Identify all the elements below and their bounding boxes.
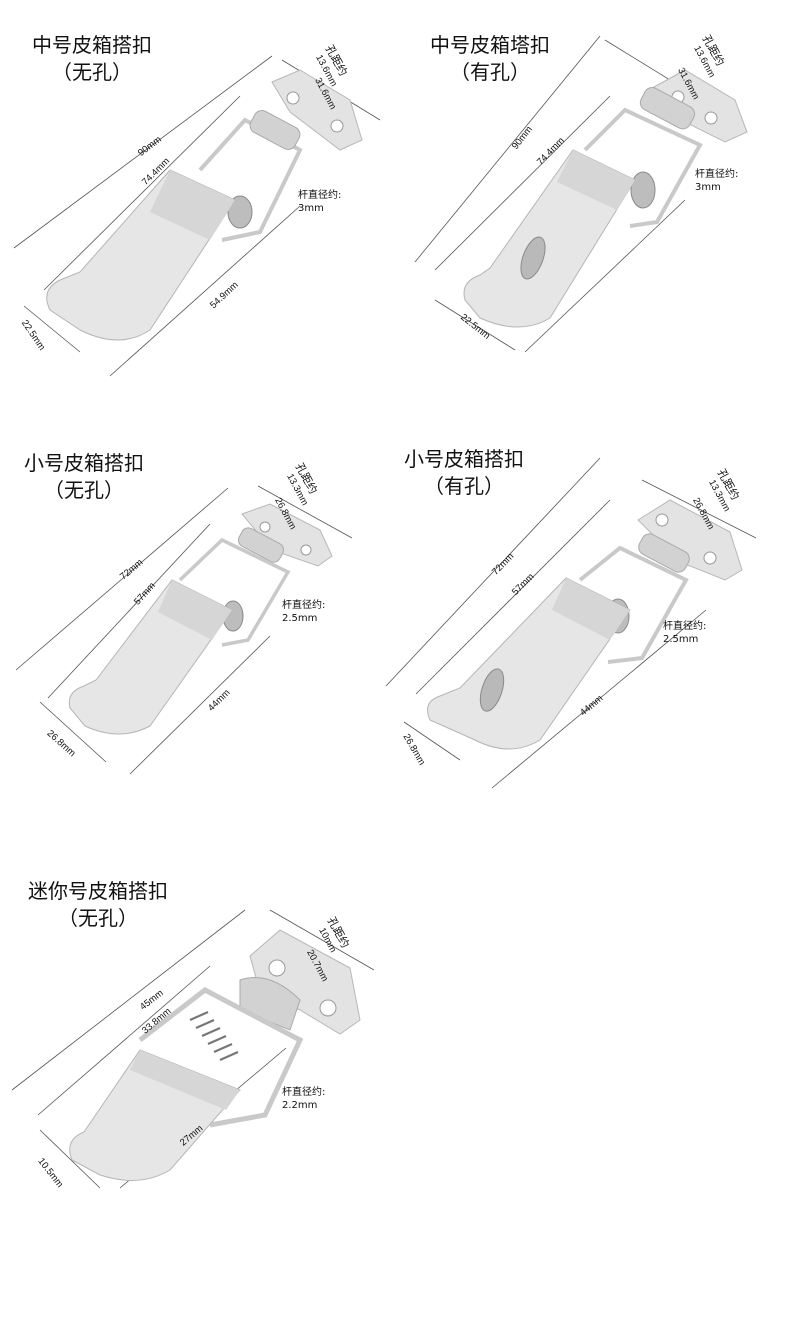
product-title-line1: 小号皮箱搭扣	[24, 451, 144, 475]
product-title-line1: 中号皮箱塔扣	[430, 33, 550, 57]
product-panel-medium-no-hole: 中号皮箱搭扣 （无孔） 孔距约 13.6mm 31.6mm 90mm 74.4m…	[0, 0, 395, 420]
product-title-line2: （有孔）	[450, 60, 530, 84]
latch-illustration	[15, 485, 353, 775]
latch-illustration	[11, 909, 375, 1189]
product-title-line1: 中号皮箱搭扣	[32, 33, 152, 57]
product-title-line2: （无孔）	[58, 906, 138, 930]
rod-diameter-note: 杆直径约: 3mm	[298, 189, 341, 215]
product-title-line1: 小号皮箱搭扣	[404, 447, 524, 471]
latch-illustration	[414, 35, 748, 353]
rod-label: 杆直径约:	[695, 169, 739, 180]
product-title: 迷你号皮箱搭扣 （无孔）	[18, 878, 178, 932]
latch-illustration	[385, 457, 757, 789]
latch-illustration	[13, 55, 381, 377]
rod-label: 杆直径约:	[282, 1087, 326, 1098]
product-title: 小号皮箱搭扣 （有孔）	[394, 446, 534, 500]
rod-label: 杆直径约:	[663, 621, 707, 632]
product-title-line2: （无孔）	[52, 60, 132, 84]
product-title-line1: 迷你号皮箱搭扣	[28, 879, 168, 903]
rod-diameter-note: 杆直径约: 2.5mm	[282, 599, 325, 625]
rod-label: 杆直径约:	[298, 190, 342, 201]
product-panel-small-no-hole: 小号皮箱搭扣 （无孔） 孔距约 13.3mm 26.8mm 72mm 57mm …	[0, 440, 395, 840]
product-panel-small-with-hole: 小号皮箱搭扣 （有孔） 孔距约 13.3mm 26.8mm 72mm 57mm …	[380, 440, 790, 840]
rod-diameter-note: 杆直径约: 2.5mm	[663, 620, 706, 646]
product-panel-mini-no-hole: 迷你号皮箱搭扣 （无孔） 孔距约 10mm 20.7mm 45mm 33.8mm…	[0, 870, 395, 1240]
rod-diameter-note: 杆直径约: 3mm	[695, 168, 738, 194]
rod-diameter: 2.5mm	[282, 613, 318, 624]
product-title-line2: （有孔）	[424, 474, 504, 498]
rod-label: 杆直径约:	[282, 600, 326, 611]
product-title: 中号皮箱塔扣 （有孔）	[415, 32, 565, 86]
rod-diameter: 3mm	[695, 182, 721, 193]
rod-diameter: 2.2mm	[282, 1100, 318, 1111]
product-title: 小号皮箱搭扣 （无孔）	[14, 450, 154, 504]
product-title-line2: （无孔）	[44, 478, 124, 502]
rod-diameter: 2.5mm	[663, 634, 699, 645]
rod-diameter: 3mm	[298, 203, 324, 214]
product-title: 中号皮箱搭扣 （无孔）	[22, 32, 162, 86]
product-panel-medium-with-hole: 中号皮箱塔扣 （有孔） 孔距约 13.6mm 31.6mm 90mm 74.4m…	[395, 0, 790, 420]
rod-diameter-note: 杆直径约: 2.2mm	[282, 1086, 325, 1112]
